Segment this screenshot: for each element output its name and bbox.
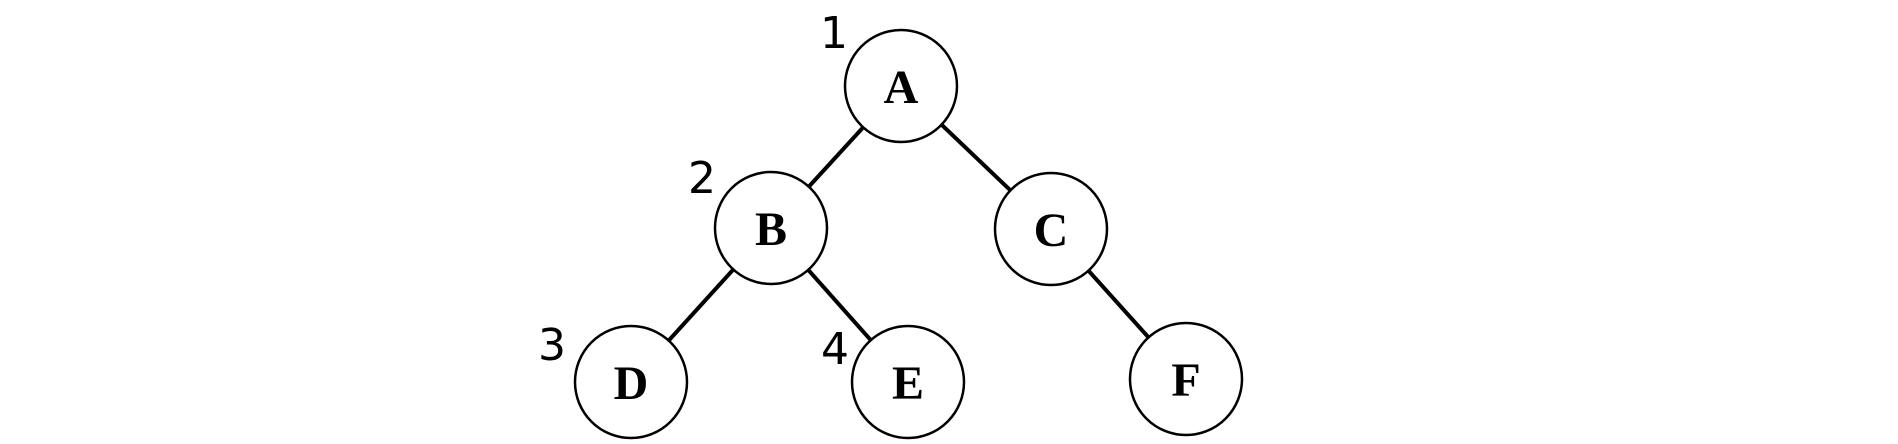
node-C-circle <box>993 171 1109 287</box>
node-D-label: D <box>614 357 649 410</box>
node-A-order-number: 1 <box>820 8 848 59</box>
node-F-circle <box>1128 321 1244 437</box>
node-B-order-number: 2 <box>688 153 716 204</box>
node-D-order-number: 3 <box>538 320 566 371</box>
node-E-circle <box>850 324 966 440</box>
node-C-label: C <box>1034 204 1069 257</box>
node-E-label: E <box>892 357 924 410</box>
node-A-label: A <box>884 61 919 114</box>
node-D-circle <box>573 324 689 440</box>
node-E-order-number: 4 <box>821 324 849 375</box>
node-B-circle <box>713 170 829 286</box>
node-F-label: F <box>1171 354 1200 407</box>
node-B-label: B <box>755 203 787 256</box>
node-A-circle <box>843 28 959 144</box>
